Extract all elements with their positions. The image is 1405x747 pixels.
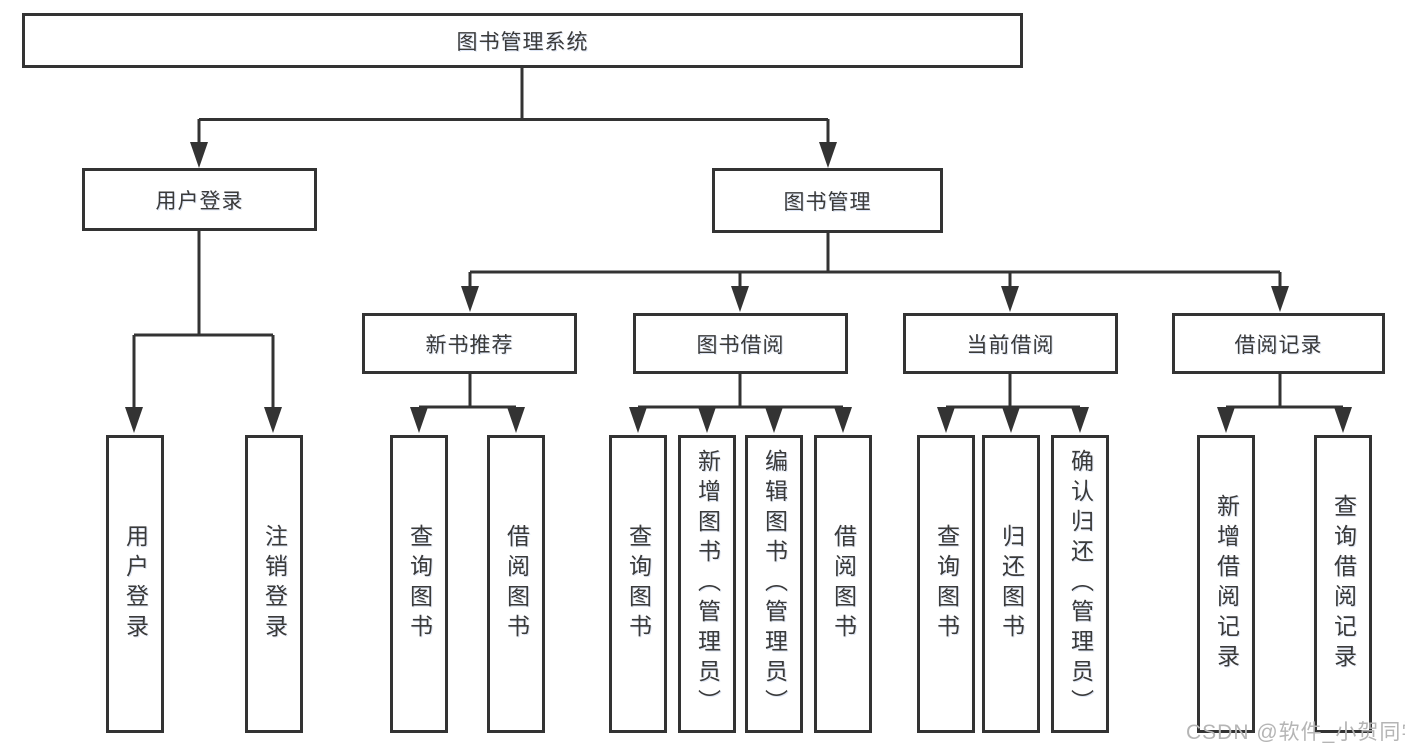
leaf-query-books-3-label: 查询图书 — [933, 524, 960, 644]
leaf-add-book-admin-label: 新增图书（管理员） — [694, 449, 721, 719]
leaf-query-books-2-label: 查询图书 — [625, 524, 652, 644]
node-current-borrow: 当前借阅 — [903, 313, 1118, 374]
leaf-query-books-1: 查询图书 — [390, 435, 448, 733]
leaf-confirm-return-admin: 确认归还（管理员） — [1051, 435, 1109, 733]
leaf-add-borrow-record-label: 新增借阅记录 — [1213, 494, 1240, 674]
csdn-watermark: CSDN @软件_小贺同学 — [1186, 721, 1405, 744]
leaf-return-books-label: 归还图书 — [998, 524, 1025, 644]
node-book-management: 图书管理 — [712, 168, 943, 233]
leaf-logout: 注销登录 — [245, 435, 303, 733]
node-new-book-recommend-label: 新书推荐 — [425, 333, 514, 357]
leaf-user-login: 用户登录 — [106, 435, 164, 733]
node-book-management-label: 图书管理 — [783, 190, 872, 214]
leaf-query-borrow-record-label: 查询借阅记录 — [1330, 494, 1357, 674]
leaf-edit-book-admin: 编辑图书（管理员） — [745, 435, 803, 733]
node-user-login: 用户登录 — [82, 168, 317, 231]
leaf-query-books-2: 查询图书 — [609, 435, 667, 733]
node-user-login-label: 用户登录 — [155, 189, 244, 213]
node-book-borrow: 图书借阅 — [633, 313, 848, 374]
leaf-return-books: 归还图书 — [982, 435, 1040, 733]
node-new-book-recommend: 新书推荐 — [362, 313, 577, 374]
node-root: 图书管理系统 — [22, 13, 1023, 68]
node-borrow-records-label: 借阅记录 — [1234, 333, 1323, 357]
leaf-borrow-books-1: 借阅图书 — [487, 435, 545, 733]
leaf-logout-label: 注销登录 — [261, 524, 288, 644]
leaf-user-login-label: 用户登录 — [122, 524, 149, 644]
leaf-query-borrow-record: 查询借阅记录 — [1314, 435, 1372, 733]
leaf-borrow-books-2-label: 借阅图书 — [830, 524, 857, 644]
leaf-edit-book-admin-label: 编辑图书（管理员） — [761, 449, 788, 719]
node-borrow-records: 借阅记录 — [1172, 313, 1385, 374]
node-book-borrow-label: 图书借阅 — [696, 333, 785, 357]
leaf-add-book-admin: 新增图书（管理员） — [678, 435, 736, 733]
node-root-label: 图书管理系统 — [456, 30, 589, 54]
leaf-confirm-return-admin-label: 确认归还（管理员） — [1067, 449, 1094, 719]
leaf-borrow-books-1-label: 借阅图书 — [503, 524, 530, 644]
leaf-query-books-3: 查询图书 — [917, 435, 975, 733]
node-current-borrow-label: 当前借阅 — [966, 333, 1055, 357]
leaf-borrow-books-2: 借阅图书 — [814, 435, 872, 733]
leaf-add-borrow-record: 新增借阅记录 — [1197, 435, 1255, 733]
leaf-query-books-1-label: 查询图书 — [406, 524, 433, 644]
